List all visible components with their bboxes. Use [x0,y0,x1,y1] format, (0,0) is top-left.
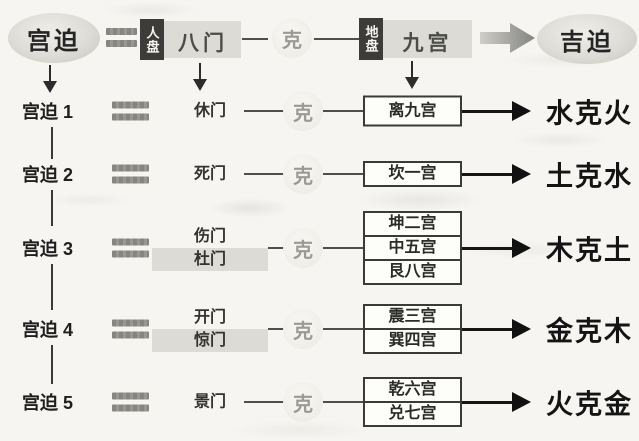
down-arrow-icon [411,61,413,77]
equals-icon [112,101,149,121]
ke-circle: 克 [283,154,323,194]
palaces-group: 坎一宫 [363,161,462,187]
gate-label: 开门 [193,309,226,326]
connector-line [244,173,284,175]
palace-box: 离九宫 [363,95,462,127]
result-label: 木克土 [546,235,633,266]
palaces-group: 乾六宫 兑七宫 [363,377,462,427]
right-arrow-icon [462,392,531,412]
connector-line [244,110,284,112]
source-oval: 宫迫 [8,13,100,63]
palaces-header-label: 九宫 [402,32,453,55]
palace-box: 中五宫 [363,235,462,261]
connector-line [323,401,363,403]
palace-box: 震三宫 [363,304,462,330]
gates-group: 死门 [152,163,268,186]
ke-circle: 克 [283,382,323,422]
palace-box: 乾六宫 [363,377,462,403]
connector-line [323,173,363,175]
chain-line [51,345,53,384]
connector-line [268,247,284,249]
di-pan-tag: 地盘 [359,18,383,60]
gate-label: 杜门 [152,248,268,271]
gates-group: 景门 [152,391,268,414]
result-label: 金克木 [546,316,633,347]
chain-line [51,190,53,226]
connector-line [268,328,284,330]
connector-line [323,110,363,112]
palaces-group: 坤二宫 中五宫 艮八宫 [363,211,462,285]
down-arrow-icon [49,65,51,81]
gate-label: 死门 [193,165,226,183]
gate-label: 伤门 [193,228,226,245]
gates-group: 开门 惊门 [152,306,268,352]
palace-box: 兑七宫 [363,401,462,427]
gate-label: 休门 [193,102,226,120]
gates-group: 休门 [152,100,268,123]
result-label: 土克水 [546,161,633,192]
result-label: 水克火 [546,98,633,129]
ren-pan-tag: 人盘 [140,19,164,60]
gradient-right-arrow-icon [480,23,535,53]
equals-icon [106,28,137,47]
result-label: 火克金 [546,389,633,420]
connector-line [244,401,284,403]
gates-header-label: 八门 [178,32,228,55]
ke-circle: 克 [272,18,312,58]
down-arrow-icon [199,63,201,79]
row-label: 宫迫 1 [22,102,74,122]
chain-line [51,127,53,159]
row-label: 宫迫 3 [22,239,74,259]
gates-group: 伤门 杜门 [152,225,268,271]
gate-label: 景门 [193,393,226,411]
ke-circle: 克 [283,309,323,349]
connector-line [323,247,363,249]
equals-icon [112,319,149,339]
row-label: 宫迫 2 [22,165,74,185]
palace-box: 艮八宫 [363,259,462,285]
right-arrow-icon [462,101,531,121]
palace-box: 坎一宫 [363,161,462,187]
equals-icon [112,392,149,412]
palace-box: 坤二宫 [363,211,462,237]
palaces-group: 离九宫 [363,95,462,127]
right-arrow-icon [462,319,531,339]
connector-line [323,328,363,330]
gate-label: 惊门 [152,329,268,352]
palaces-group: 震三宫 巽四宫 [363,304,462,354]
connector-line [242,38,268,40]
ke-circle: 克 [283,228,323,268]
right-arrow-icon [462,164,531,184]
equals-icon [112,164,149,184]
row-label: 宫迫 4 [22,320,74,340]
equals-icon [112,238,149,258]
palace-box: 巽四宫 [363,328,462,354]
row-label: 宫迫 5 [22,393,74,413]
chain-line [51,264,53,310]
result-oval: 吉迫 [537,14,637,64]
ke-circle: 克 [283,91,323,131]
connector-line [314,38,359,40]
right-arrow-icon [462,238,531,258]
